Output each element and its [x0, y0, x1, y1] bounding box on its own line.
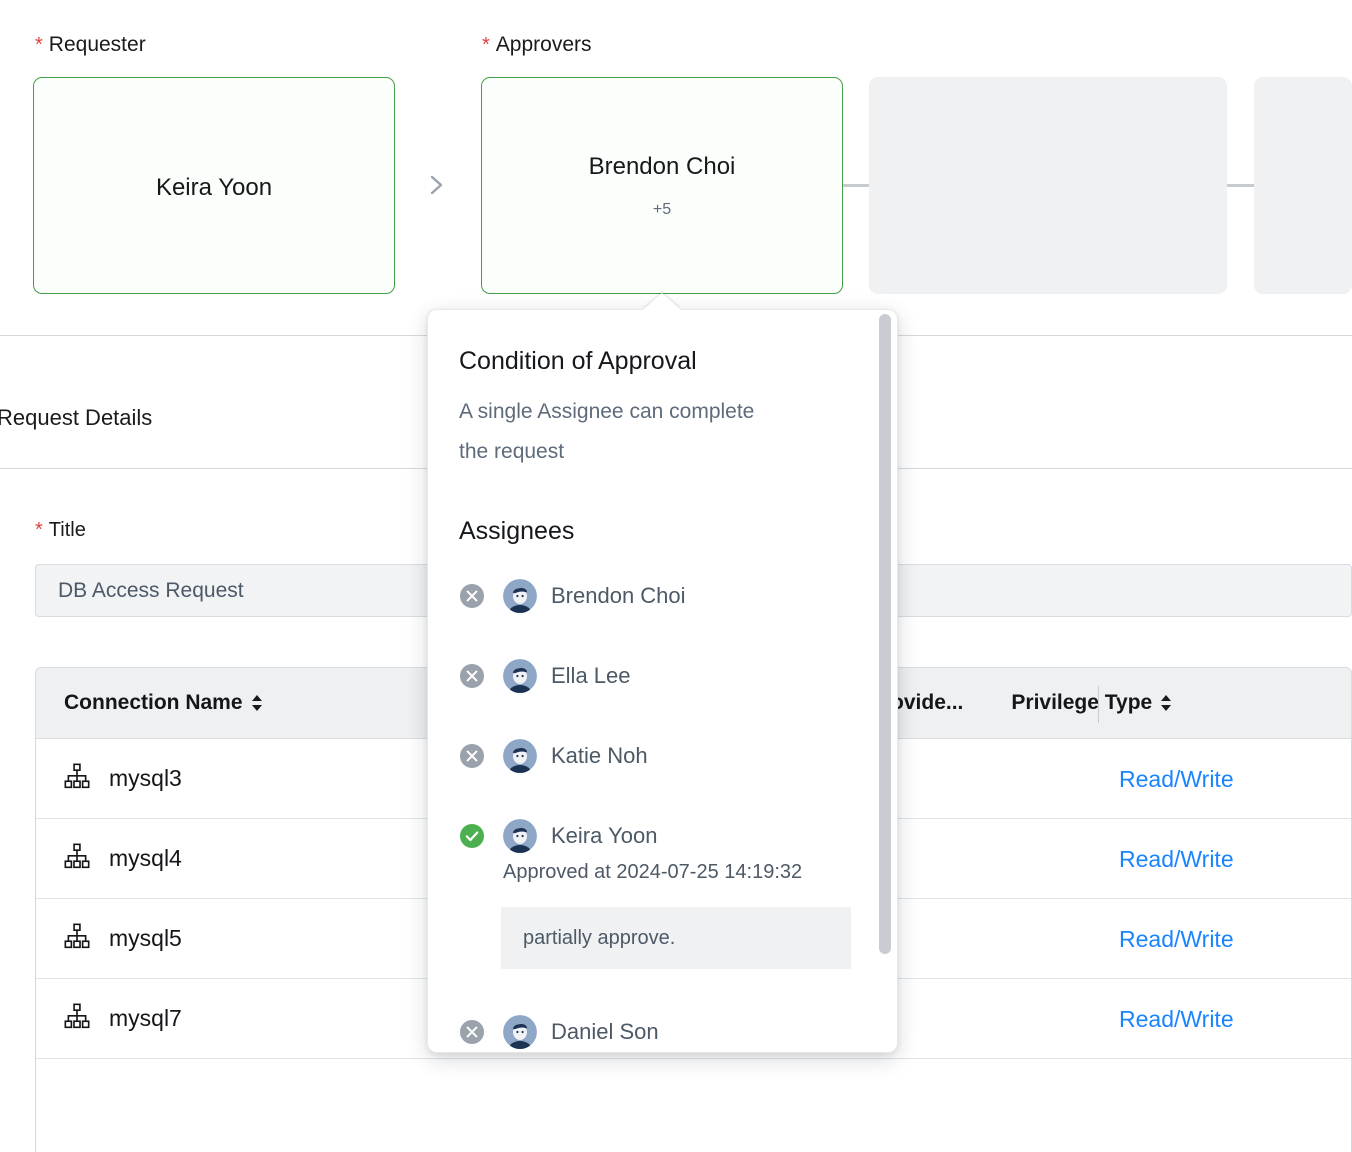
- popover-scrollbar[interactable]: [879, 314, 891, 1050]
- assignee-row-ella-lee[interactable]: Ella Lee: [459, 659, 631, 693]
- assignee-name: Daniel Son: [551, 1019, 659, 1044]
- title-field-label: *Title: [35, 519, 86, 541]
- circle-check-icon[interactable]: [459, 823, 485, 849]
- approver-name: Brendon Choi: [588, 153, 736, 180]
- requester-label: *Requester: [35, 33, 146, 56]
- assignee-name: Ella Lee: [551, 663, 631, 688]
- assignee-name: Keira Yoon: [551, 823, 658, 848]
- assignee-row-keira-yoon[interactable]: Keira Yoon: [459, 819, 657, 853]
- required-asterisk: *: [35, 519, 43, 541]
- sort-toggle-icon[interactable]: [251, 693, 263, 713]
- connection-hierarchy-icon: [63, 842, 91, 875]
- approver-extra-count: +5: [652, 201, 672, 218]
- connection-name: mysql7: [109, 1005, 182, 1031]
- flow-connector: [1227, 184, 1255, 187]
- column-label: Connection Name: [64, 691, 243, 714]
- column-label: Privilege Type: [1011, 691, 1153, 714]
- assignee-row-katie-noh[interactable]: Katie Noh: [459, 739, 648, 773]
- approval-step-empty-2[interactable]: [1254, 77, 1352, 294]
- approvers-label: *Approvers: [482, 33, 592, 56]
- approver-node-brendon-choi[interactable]: Brendon Choi +5: [481, 77, 843, 294]
- privilege-type-link[interactable]: Read/Write: [1119, 926, 1234, 952]
- required-asterisk: *: [35, 34, 43, 56]
- privilege-type-link[interactable]: Read/Write: [1119, 1006, 1234, 1032]
- connection-hierarchy-icon: [63, 1002, 91, 1035]
- section-title-request-details: Request Details: [0, 405, 153, 430]
- circle-x-icon[interactable]: [459, 583, 485, 609]
- assignee-row-brendon-choi[interactable]: Brendon Choi: [459, 579, 686, 613]
- popover-arrow: [643, 293, 681, 310]
- avatar: [503, 739, 537, 773]
- column-header-privilege-type[interactable]: Privilege Type: [1011, 668, 1172, 738]
- required-asterisk: *: [482, 34, 490, 56]
- privilege-type-link[interactable]: Read/Write: [1119, 846, 1234, 872]
- connection-name: mysql3: [109, 765, 182, 791]
- popover-title: Condition of Approval: [459, 347, 697, 375]
- connection-name: mysql5: [109, 925, 182, 951]
- column-divider: [1098, 686, 1099, 723]
- assignee-name: Katie Noh: [551, 743, 648, 768]
- circle-x-icon[interactable]: [459, 1019, 485, 1045]
- circle-x-icon[interactable]: [459, 663, 485, 689]
- chevron-right-icon: [426, 170, 448, 200]
- approval-step-empty-1[interactable]: [869, 77, 1227, 294]
- assignee-row-daniel-son[interactable]: Daniel Son: [459, 1015, 659, 1049]
- column-header-connection-name[interactable]: Connection Name: [64, 668, 263, 738]
- circle-x-icon[interactable]: [459, 743, 485, 769]
- sort-toggle-icon[interactable]: [1161, 693, 1172, 713]
- avatar: [503, 819, 537, 853]
- privilege-type-link[interactable]: Read/Write: [1119, 766, 1234, 792]
- requester-node[interactable]: Keira Yoon: [33, 77, 395, 294]
- requester-name: Keira Yoon: [155, 174, 273, 201]
- avatar: [503, 1015, 537, 1049]
- connection-name: mysql4: [109, 845, 182, 871]
- popover-scrollbar-thumb[interactable]: [879, 314, 891, 954]
- approval-comment: partially approve.: [501, 907, 851, 969]
- condition-of-approval-popover: Condition of Approval A single Assignee …: [427, 309, 898, 1053]
- popover-subtitle: A single Assignee can complete the reque…: [459, 400, 755, 463]
- avatar: [503, 579, 537, 613]
- avatar: [503, 659, 537, 693]
- approved-timestamp: Approved at 2024-07-25 14:19:32: [503, 861, 803, 883]
- flow-connector: [843, 184, 870, 187]
- assignee-name: Brendon Choi: [551, 583, 686, 608]
- connection-hierarchy-icon: [63, 762, 91, 795]
- assignees-heading: Assignees: [459, 517, 575, 545]
- connection-hierarchy-icon: [63, 922, 91, 955]
